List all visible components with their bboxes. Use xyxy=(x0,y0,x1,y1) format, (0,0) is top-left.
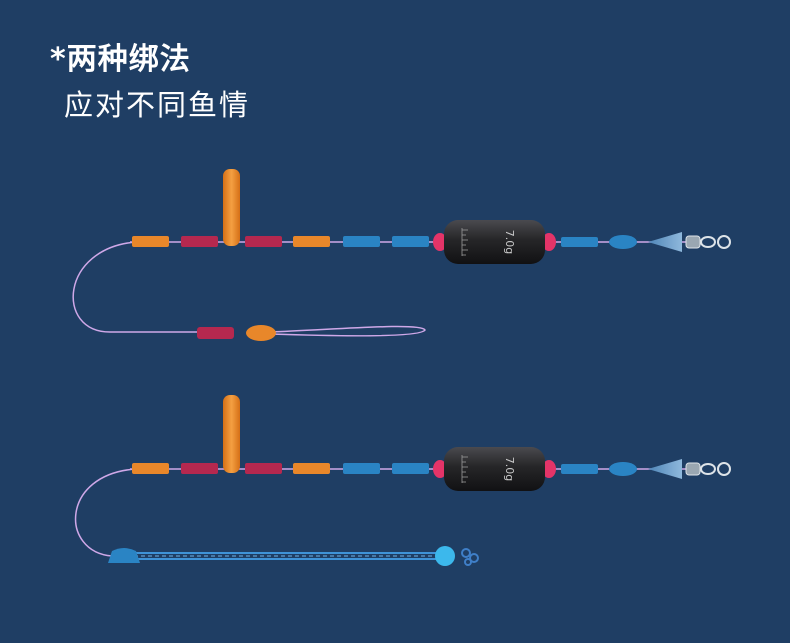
sinker xyxy=(444,220,545,264)
blue-tube-bead xyxy=(392,463,429,474)
magenta-tube-bead xyxy=(197,327,234,339)
knot-end xyxy=(461,548,479,566)
float-stand xyxy=(223,395,240,473)
sinker-cap-right xyxy=(542,460,556,478)
swivel xyxy=(685,462,731,476)
leader-line xyxy=(72,241,205,333)
orange-tube-bead xyxy=(293,463,330,474)
sinker-scale xyxy=(461,455,468,483)
cone-bead xyxy=(648,459,682,479)
bright-blue-bead xyxy=(435,546,455,566)
loop-line xyxy=(269,325,426,337)
magenta-tube-bead xyxy=(245,236,282,247)
cone-bead xyxy=(648,232,682,252)
sinker-cap-right xyxy=(542,233,556,251)
page-title: *两种绑法 xyxy=(50,42,191,77)
swivel xyxy=(685,235,731,249)
sinker-cap-left xyxy=(433,460,447,478)
blue-tube-bead xyxy=(561,464,598,474)
sinker xyxy=(444,447,545,491)
page-subtitle: 应对不同鱼情 xyxy=(64,88,251,122)
blue-stopper-bead xyxy=(108,548,140,563)
blue-tube-bead xyxy=(343,463,380,474)
braided-hook-link xyxy=(134,552,440,560)
sinker-scale xyxy=(461,228,468,256)
blue-tube-bead xyxy=(392,236,429,247)
orange-oval-bead xyxy=(246,325,276,341)
magenta-tube-bead xyxy=(181,236,218,247)
orange-tube-bead xyxy=(293,236,330,247)
magenta-tube-bead xyxy=(245,463,282,474)
magenta-tube-bead xyxy=(181,463,218,474)
blue-oval-bead xyxy=(609,462,637,476)
orange-tube-bead xyxy=(132,463,169,474)
sinker-weight-label: 7.0g xyxy=(503,230,516,254)
blue-tube-bead xyxy=(343,236,380,247)
sinker-weight-label: 7.0g xyxy=(503,457,516,481)
sinker-cap-left xyxy=(433,233,447,251)
orange-tube-bead xyxy=(132,236,169,247)
leader-line xyxy=(74,468,137,557)
rig-bottom: 7.0g xyxy=(74,395,731,566)
rig-top: 7.0g xyxy=(72,169,731,341)
blue-oval-bead xyxy=(609,235,637,249)
float-stand xyxy=(223,169,240,246)
blue-tube-bead xyxy=(561,237,598,247)
